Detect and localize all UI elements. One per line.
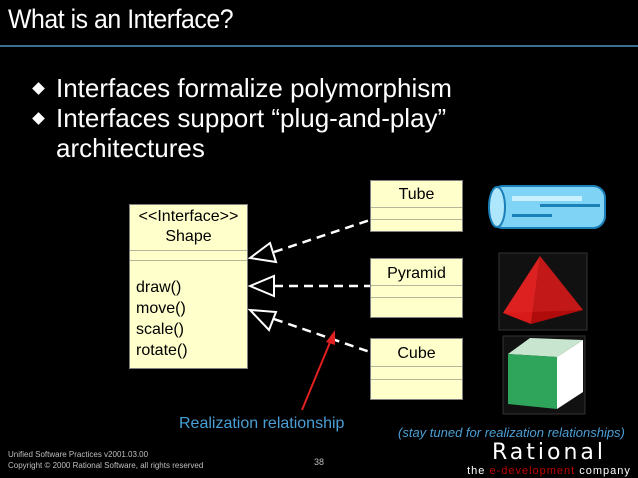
bullet-list: Interfaces formalize polymorphism Interf… <box>32 73 592 163</box>
operation: move() <box>136 300 186 317</box>
hollow-triangle-icon <box>247 308 278 332</box>
slide-title: What is an Interface? <box>8 4 234 34</box>
compartment-divider <box>130 260 247 261</box>
operation-list: draw() move() scale() rotate() <box>136 277 188 361</box>
cube-image <box>502 335 586 415</box>
red-arrowhead-icon <box>326 330 335 345</box>
realization-note: (stay tuned for realization relationship… <box>398 425 625 440</box>
logo-wordmark: Rational <box>491 440 607 465</box>
hollow-triangle-icon <box>247 274 275 298</box>
realization-relationship-label: Realization relationship <box>179 415 345 432</box>
bullet-text: Interfaces support “plug-and-play” archi… <box>56 103 447 163</box>
bullet-item: Interfaces formalize polymorphism <box>32 73 592 103</box>
hollow-triangle-icon <box>247 241 278 264</box>
compartment-divider <box>371 379 462 380</box>
bullet-text: Interfaces formalize polymorphism <box>56 73 452 103</box>
tagline-post: company <box>575 465 631 477</box>
footer-version: Unified Software Practices v2001.03.00 <box>8 450 149 459</box>
class-name: Pyramid <box>387 265 446 282</box>
interface-name: Shape <box>165 228 212 245</box>
class-name: Cube <box>397 345 436 362</box>
class-tube: Tube <box>370 180 463 232</box>
tube-image <box>488 185 606 229</box>
red-pointer-arrow <box>301 339 332 411</box>
tagline-accent: e-development <box>489 465 576 477</box>
interface-stereotype: <<Interface>> <box>138 208 239 225</box>
bullet-item: Interfaces support “plug-and-play” archi… <box>32 103 592 163</box>
compartment-divider <box>371 366 462 367</box>
page-number: 38 <box>314 457 325 467</box>
compartment-divider <box>371 219 462 220</box>
operation: scale() <box>136 321 185 338</box>
footer-copyright: Copyright © 2000 Rational Software, all … <box>8 461 204 470</box>
realization-line-tube <box>273 218 371 254</box>
compartment-divider <box>371 297 462 298</box>
tagline-pre: the <box>467 465 490 477</box>
rational-logo: Rational the e-development company <box>465 440 633 477</box>
compartment-divider <box>371 207 462 208</box>
realization-line-cube <box>273 317 371 354</box>
class-name: Tube <box>398 186 435 203</box>
operation: draw() <box>136 279 182 296</box>
title-divider <box>0 45 638 47</box>
logo-tagline: the e-development company <box>465 465 633 477</box>
interface-shape-class: <<Interface>> Shape draw() move() scale(… <box>129 204 248 369</box>
class-cube: Cube <box>370 338 463 400</box>
compartment-divider <box>130 250 247 251</box>
pyramid-image <box>498 252 588 331</box>
compartment-divider <box>371 285 462 286</box>
class-pyramid: Pyramid <box>370 258 463 318</box>
operation: rotate() <box>136 342 188 359</box>
